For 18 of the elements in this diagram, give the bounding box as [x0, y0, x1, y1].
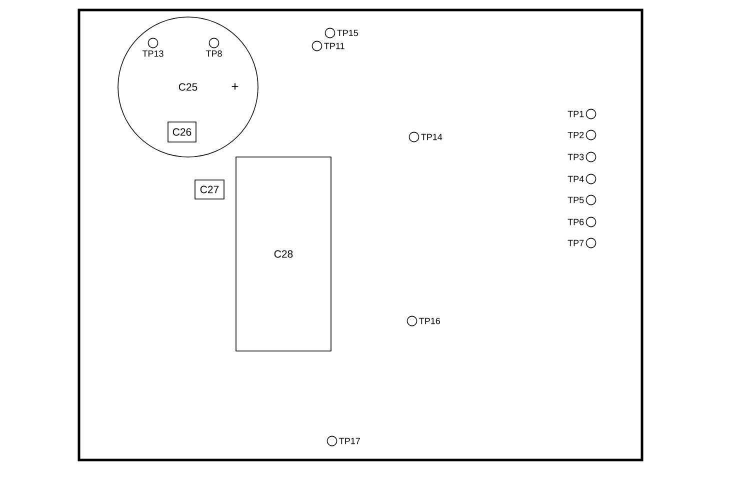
- test-point: TP1: [568, 108, 596, 120]
- test-point: TP13: [142, 38, 164, 57]
- test-point: TP6: [568, 216, 596, 228]
- test-point: TP8: [206, 38, 222, 57]
- component-box: C26: [168, 122, 196, 142]
- test-point: TP2: [568, 130, 596, 140]
- capacitor-outline: C28: [236, 156, 332, 352]
- test-point: TP4: [568, 174, 596, 184]
- test-point: TP17: [326, 436, 360, 446]
- component-box: C27: [194, 180, 224, 200]
- test-point: TP3: [568, 152, 596, 162]
- test-point: TP16: [406, 316, 440, 326]
- test-point: TP7: [568, 238, 596, 248]
- test-point: TP5: [568, 194, 596, 206]
- test-point: TP11: [312, 40, 344, 52]
- polarity-mark: +: [232, 83, 238, 90]
- test-point: TP14: [408, 132, 442, 142]
- test-point: TP15: [324, 28, 358, 38]
